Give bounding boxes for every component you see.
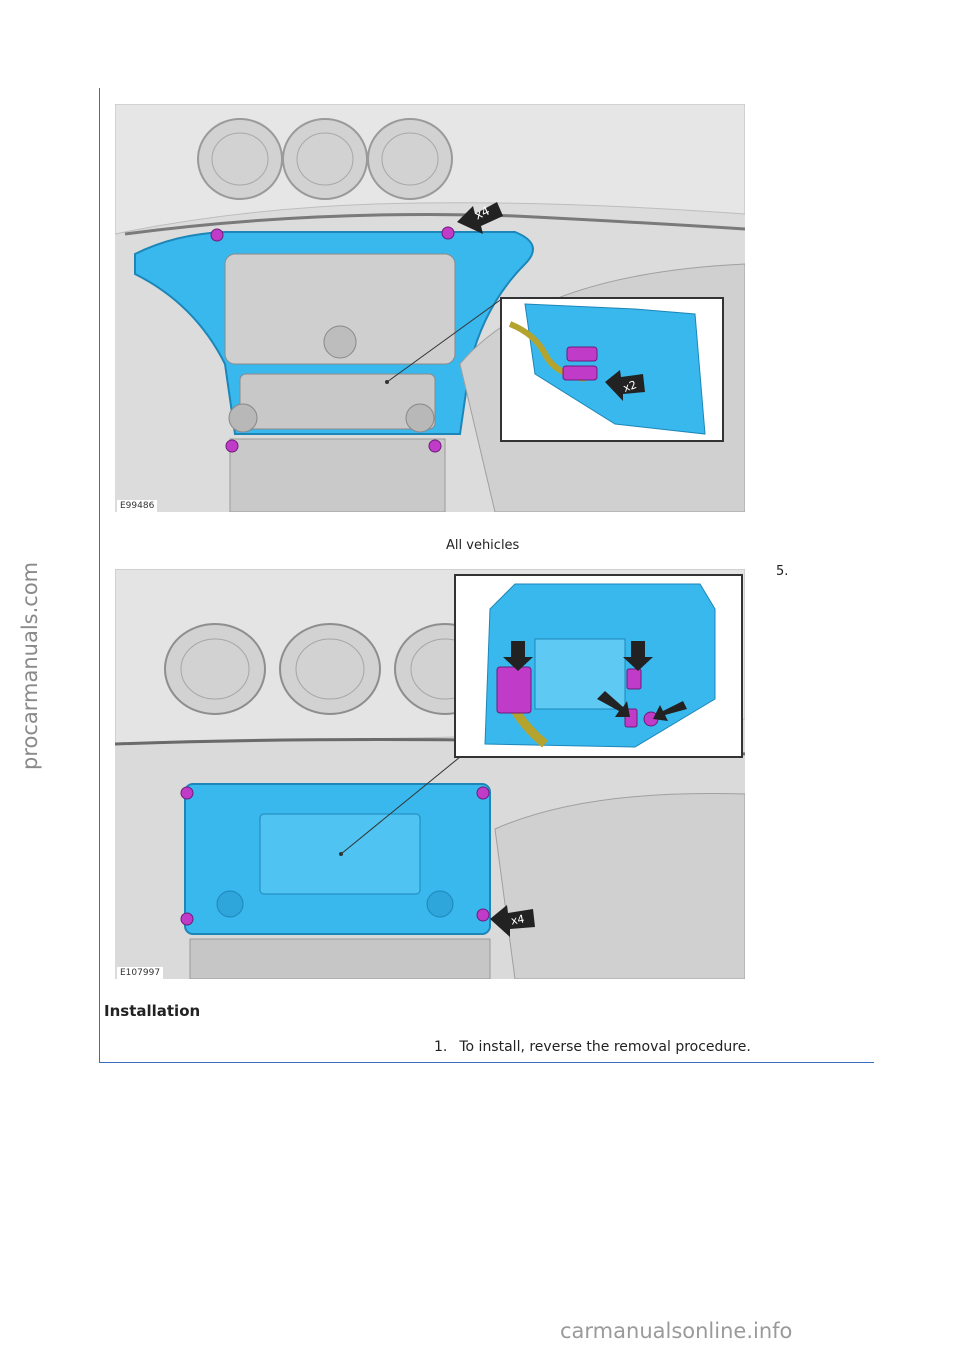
installation-heading: Installation: [104, 1002, 201, 1020]
figure-dashboard-trim-panel: x4 x2 E99486: [115, 104, 745, 512]
figure-code: E107997: [117, 967, 164, 979]
step-number: 5.: [776, 564, 789, 579]
arrow-callout-icon: [503, 641, 687, 721]
callout-badge: x4: [510, 912, 526, 927]
side-watermark: procarmanuals.com: [18, 561, 42, 770]
footer-watermark: carmanualsonline.info: [560, 1319, 793, 1343]
screw-icon: [210, 226, 455, 453]
content-frame: [99, 88, 874, 1063]
air-vent-icon: [197, 118, 453, 200]
audio-unit-illustration: x4: [115, 569, 745, 979]
installation-step-text: To install, reverse the removal procedur…: [459, 1039, 751, 1055]
figure-caption: All vehicles: [446, 538, 520, 553]
dashboard-illustration: x4 x2: [115, 104, 745, 512]
callout-badge-inset: x2: [621, 378, 638, 395]
air-vent-icon: [164, 623, 496, 715]
installation-step-number: 1.: [434, 1039, 448, 1055]
screw-icon: [180, 786, 490, 926]
callout-badge-top: x4: [473, 204, 492, 223]
connector-icon: [562, 346, 598, 381]
installation-step: 1. To install, reverse the removal proce…: [434, 1039, 751, 1055]
arrow-callout-icon: [490, 905, 535, 937]
arrow-callout-icon: [457, 202, 503, 234]
figure-audio-unit: x4 E107997: [115, 569, 745, 979]
figure-code: E99486: [117, 500, 158, 512]
